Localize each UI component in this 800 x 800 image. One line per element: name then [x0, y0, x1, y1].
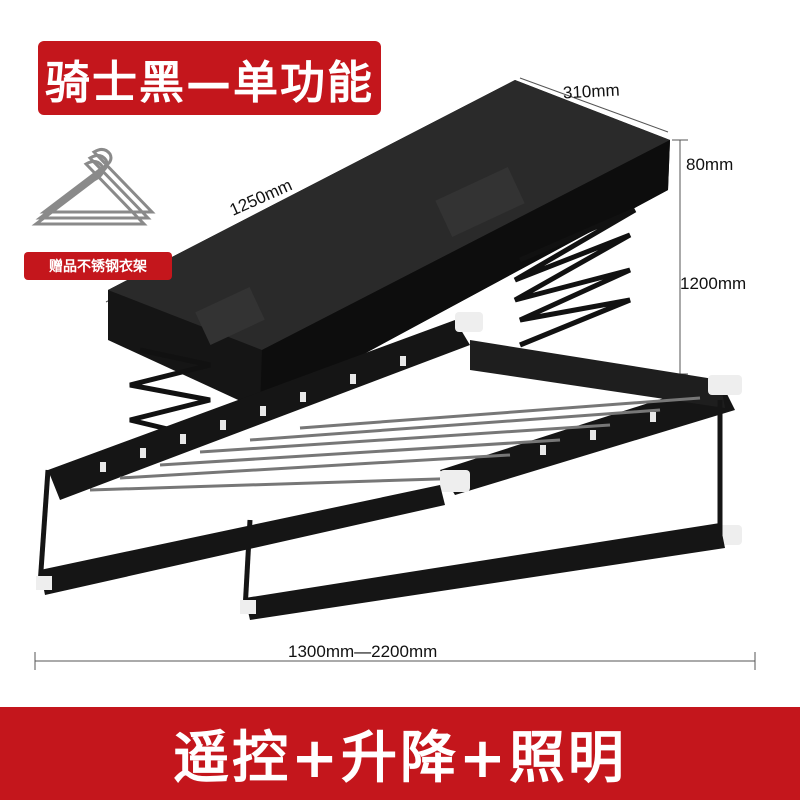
dim-drop-height: 1200mm — [680, 274, 747, 293]
drying-frame — [36, 312, 742, 620]
dim-depth: 310mm — [562, 80, 621, 103]
dim-extend-range: 1300mm—2200mm — [288, 642, 438, 661]
hanger-icon — [31, 147, 156, 226]
ceiling-motor-unit — [108, 80, 670, 410]
dim-body-height: 80mm — [686, 155, 734, 174]
features-banner: 遥控+升降+照明 — [0, 707, 800, 800]
variant-badge: 骑士黑—单功能 — [38, 41, 381, 115]
scissor-lift-arms — [129, 207, 637, 441]
gift-label: 赠品不锈钢衣架 — [24, 252, 172, 280]
